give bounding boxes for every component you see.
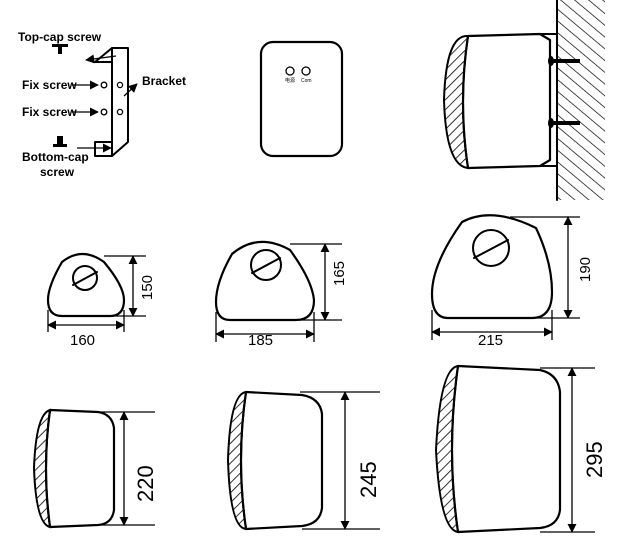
unit-body xyxy=(259,40,344,158)
side-view-medium: 245 xyxy=(226,390,381,531)
label-bottom-cap-screw-2: screw xyxy=(40,165,75,179)
medium-hatched-panel xyxy=(226,390,248,531)
small-side-outline xyxy=(44,408,116,529)
upper-wall-screw xyxy=(551,59,580,63)
power-indicator-icon xyxy=(285,66,295,76)
medium-width-label: 185 xyxy=(248,332,273,349)
front-view-medium: 185 165 xyxy=(214,240,348,349)
large-side-outline xyxy=(450,364,562,534)
medium-side-outline xyxy=(239,390,324,531)
large-hatched-panel xyxy=(434,364,460,534)
unit-cover-side xyxy=(461,32,552,170)
small-hatched-panel xyxy=(32,408,52,529)
side-view-large: 295 xyxy=(434,364,607,534)
label-top-cap-screw: Top-cap screw xyxy=(18,30,102,44)
hatched-front-panel xyxy=(442,34,470,170)
large-width-label: 215 xyxy=(478,332,503,349)
top-cap-screw-icon xyxy=(52,44,68,54)
front-view-unit: 电源 Com xyxy=(259,40,344,158)
com-indicator-icon xyxy=(301,66,311,76)
side-view-small: 220 xyxy=(32,408,158,529)
front-view-large: 215 190 xyxy=(430,214,594,349)
upper-fix-hole xyxy=(100,81,108,89)
small-front-outline xyxy=(46,252,126,318)
bracket-shape xyxy=(94,47,129,157)
lower-fix-hole xyxy=(100,108,108,116)
wall-mount-side-view xyxy=(442,0,605,201)
wall xyxy=(557,0,605,200)
com-indicator-label: Com xyxy=(301,78,312,84)
small-depth-label: 220 xyxy=(133,465,158,502)
medium-height-label: 165 xyxy=(331,261,348,286)
small-height-label: 150 xyxy=(139,275,156,300)
power-indicator-label: 电源 xyxy=(285,77,295,84)
small-width-label: 160 xyxy=(70,332,95,349)
front-view-small: 160 150 xyxy=(46,252,156,349)
lower-wall-screw xyxy=(551,121,580,125)
label-fix-screw-lower: Fix screw xyxy=(22,105,77,119)
medium-depth-label: 245 xyxy=(356,461,381,498)
label-bottom-cap-screw-1: Bottom-cap xyxy=(22,150,89,164)
bottom-cap-screw-icon xyxy=(53,136,67,147)
large-depth-label: 295 xyxy=(582,441,607,478)
label-bracket: Bracket xyxy=(142,74,186,88)
bracket-diagram: Top-cap screw Fix screw Fix screw Bracke… xyxy=(18,30,186,179)
large-height-label: 190 xyxy=(577,257,594,282)
label-fix-screw-upper: Fix screw xyxy=(22,78,77,92)
